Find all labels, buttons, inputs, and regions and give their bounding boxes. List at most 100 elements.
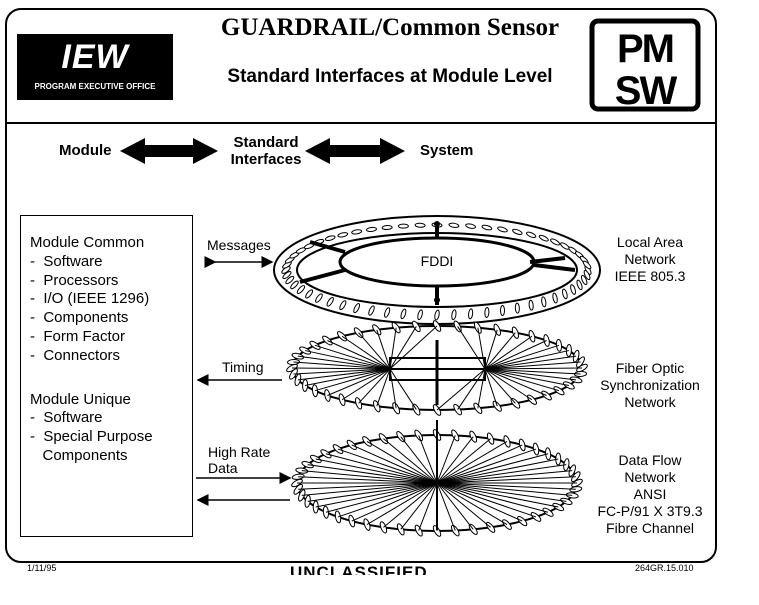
list-item: - I/O (IEEE 1296) [30,290,150,308]
fiber-spoke [327,368,391,396]
fiber-spoke [389,325,438,370]
fiber-spoke [327,340,391,370]
iew-logo-text: IEW [61,38,129,76]
flow-standard-interfaces-label: Standard Interfaces [216,134,316,168]
lan-node [497,226,508,233]
slide-subtitle: Standard Interfaces at Module Level [227,66,553,87]
lan-node [337,232,349,238]
fiber-spoke [304,350,391,370]
fiber-spoke [389,326,417,370]
lan-spoke [309,240,346,254]
lan-node [481,224,493,231]
fiber-spoke [389,368,417,410]
dataflow-spoke [400,436,438,484]
fiber-spoke [389,327,397,370]
fiber-spoke [484,368,516,404]
lan-node [400,308,407,320]
dataflow-spoke [436,482,508,525]
dataflow-spoke [436,435,456,484]
dataflow-spoke [436,482,456,531]
lan-node [484,306,490,318]
standard-line1: Standard [233,134,299,151]
dataflow-spoke [366,441,438,484]
dataflow-spoke [436,453,549,484]
list-item: Network [624,251,676,267]
lan-node [381,225,393,231]
iew-logo: IEW PROGRAM EXECUTIVE OFFICE [17,34,173,100]
dataflow-spoke [366,482,438,525]
dataflow-spoke [436,436,474,484]
dataflow-spoke [301,482,438,496]
lan-node [351,229,363,235]
dataflow-spoke [337,482,438,518]
list-item: Synchronization [600,377,700,393]
lan-tap [434,297,440,303]
list-item: FC-P/91 X 3T9.3 [597,503,703,519]
dataflow-spoke [436,482,576,490]
standard-line2: Interfaces [230,151,302,168]
slide-title: GUARDRAIL/Common Sensor [220,14,560,41]
dataflow-spoke [337,448,438,484]
lan-node [583,269,591,281]
dataflow-spoke [298,482,438,490]
lan-node [468,308,474,320]
fiber-spoke [484,340,547,370]
dataflow-spoke [436,464,567,484]
fiber-spoke [484,368,577,381]
fiber-spoke [484,344,560,370]
dataflow-ring-node [542,507,554,517]
dataflow-spoke [325,453,438,484]
dataflow-spoke [436,470,573,484]
lan-node [305,289,314,299]
footer-date: 1/11/95 [27,563,57,573]
lan-spoke [533,263,576,272]
messages-label: Messages [207,237,271,253]
lan-spoke [529,256,566,264]
footer-doc-id: 264GR.15.010 [635,563,694,573]
list-item: Fibre Channel [606,520,694,536]
high-rate-data-label: High Rate Data [208,444,270,476]
fiber-spoke [314,368,391,392]
list-item: - Form Factor [30,327,126,345]
lan-node [368,305,375,316]
flow-system-label: System [420,142,474,159]
dataflow-spoke [307,482,438,502]
lan-node [448,222,460,228]
fiber-spoke [484,368,533,401]
lan-spoke [299,268,346,284]
fiber-spoke [293,368,391,375]
lan-node [526,231,537,239]
fiber-spoke [484,335,533,370]
slide-frame [5,8,717,563]
dataflow-spoke [436,448,537,484]
list-item: - Processors [30,271,119,289]
lan-node [366,226,377,233]
dataflow-spoke [436,458,559,484]
dataflow-spoke [436,482,549,513]
dataflow-spoke [351,444,438,484]
list-item: - Special Purpose [30,428,153,446]
lan-node [315,293,323,303]
fiber-spoke [297,368,391,381]
fiber-spoke [484,368,547,396]
fiber-spoke [477,368,486,409]
lan-node [353,303,361,314]
fiber-spoke [305,368,391,386]
list-item: Data Flow [618,452,682,468]
fiber-spoke [293,361,391,370]
fiber-spoke [358,368,391,404]
footer-classification: UNCLASSIFIED [290,563,428,575]
fiber-spoke [484,368,560,392]
lan-node [451,309,457,321]
fiber-spoke [376,368,391,407]
dataflow-spoke [436,482,559,508]
list-item: - Connectors [30,346,121,364]
list-item: - Software [30,252,103,270]
fiber-spoke [376,329,391,370]
lan-node [512,228,523,235]
fiber-spoke [484,361,581,370]
